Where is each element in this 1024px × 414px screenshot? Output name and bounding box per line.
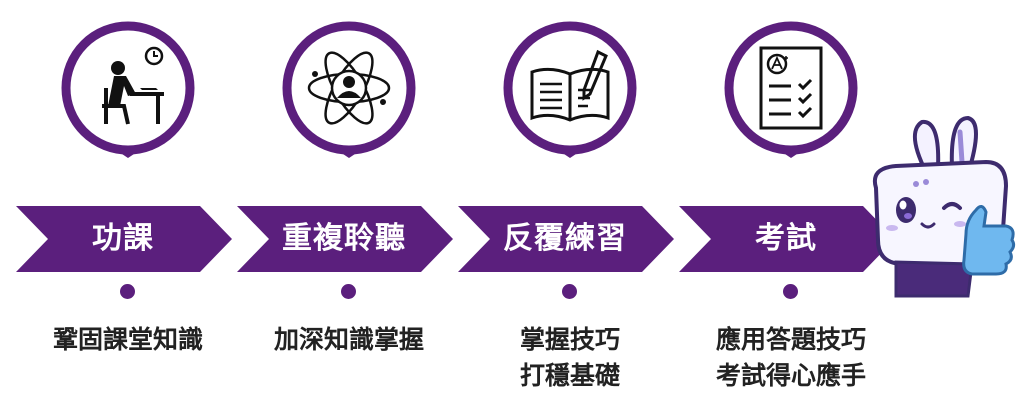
- step-2-description: 加深知識掌握: [249, 322, 449, 358]
- open-book-pen-icon: [530, 49, 610, 122]
- step-3-chevron: [458, 206, 674, 272]
- step-2-desc-line-1: 加深知識掌握: [273, 325, 424, 354]
- step-4-dot: [783, 284, 798, 299]
- rabbit-mascot-thumbs-up-icon: [873, 115, 1016, 298]
- step-4-pin: [721, 18, 861, 178]
- step-4-label: 考試: [755, 221, 817, 256]
- checklist-grade-icon: [759, 46, 823, 130]
- step-2-chevron: [237, 206, 453, 272]
- study-desk-icon: [102, 46, 164, 125]
- step-4-desc-line-2: 考試得心應手: [715, 361, 866, 390]
- step-3-description: 掌握技巧 打穩基礎: [470, 322, 670, 394]
- step-2-label: 重複聆聽: [282, 221, 406, 256]
- step-3-desc-line-1: 掌握技巧: [519, 325, 620, 354]
- step-2-pin: [279, 18, 419, 178]
- atom-person-icon: [307, 51, 391, 125]
- step-3-pin: [500, 18, 640, 178]
- step-4-desc-line-1: 應用答題技巧: [715, 325, 866, 354]
- step-4-description: 應用答題技巧 考試得心應手: [691, 322, 891, 394]
- step-1-chevron: [16, 206, 232, 272]
- step-4-chevron: [679, 206, 895, 272]
- step-3-label: 反覆練習: [503, 221, 627, 256]
- step-3-dot: [562, 284, 577, 299]
- step-2-dot: [341, 284, 356, 299]
- step-3-desc-line-2: 打穩基礎: [519, 361, 620, 390]
- step-1-desc-line-1: 鞏固課堂知識: [52, 325, 203, 354]
- step-1-pin: [58, 18, 198, 178]
- step-1-dot: [120, 284, 135, 299]
- step-1-label: 功課: [92, 221, 154, 256]
- step-1-description: 鞏固課堂知識: [28, 322, 228, 358]
